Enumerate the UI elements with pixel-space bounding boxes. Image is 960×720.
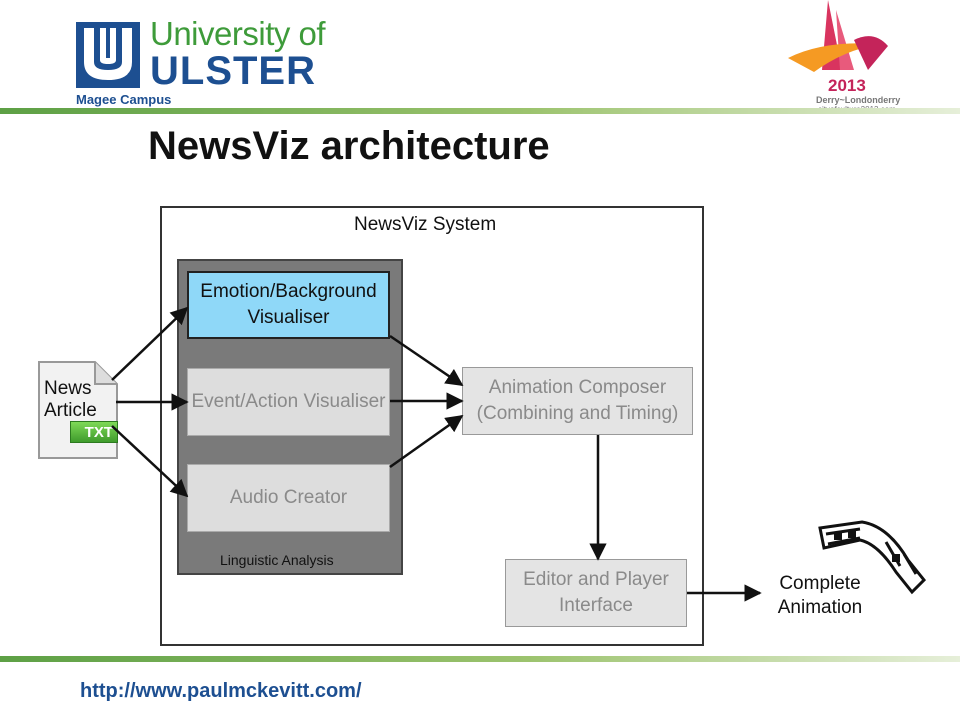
animation-composer-box: Animation Composer (Combining and Timing… bbox=[462, 367, 693, 435]
audio-creator-box: Audio Creator bbox=[187, 464, 390, 532]
newsviz-system-label: NewsViz System bbox=[354, 214, 497, 235]
linguistic-analysis-label: Linguistic Analysis bbox=[220, 552, 334, 568]
event-visualiser-box: Event/Action Visualiser bbox=[187, 368, 390, 436]
film-strip-icon bbox=[818, 520, 927, 595]
footer-url: http://www.paulmckevitt.com/ bbox=[80, 680, 362, 702]
complete-animation-label: Complete Animation bbox=[777, 573, 863, 618]
editor-player-box: Editor and Player Interface bbox=[505, 559, 687, 627]
university-name-line1: University of bbox=[150, 15, 326, 52]
campus-label: Magee Campus bbox=[76, 92, 172, 107]
footer-divider bbox=[0, 656, 960, 662]
city-of-culture-logo bbox=[788, 0, 888, 72]
header-divider bbox=[0, 108, 960, 114]
culture-place: Derry~Londonderry bbox=[816, 95, 901, 105]
news-article-label: News Article bbox=[44, 378, 97, 421]
university-logo-mark bbox=[76, 22, 140, 88]
university-name-line2: ULSTER bbox=[150, 49, 316, 93]
culture-year: 2013 bbox=[828, 76, 866, 95]
slide-title: NewsViz architecture bbox=[148, 124, 550, 168]
txt-file-badge: TXT bbox=[70, 421, 118, 443]
emotion-visualiser-box: Emotion/Background Visualiser bbox=[187, 271, 390, 339]
